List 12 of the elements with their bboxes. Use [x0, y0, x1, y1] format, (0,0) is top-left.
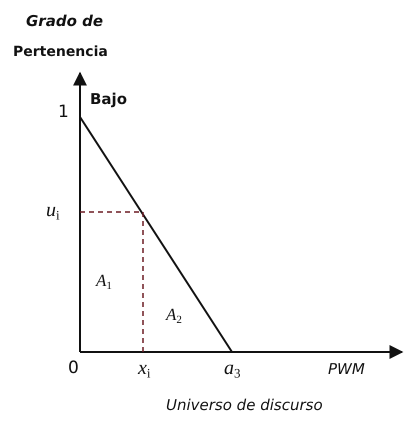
tick-label: u$_{i}$ [46, 200, 60, 222]
tick-label: x$_{i}$ [138, 358, 151, 380]
tick-label: 1 [58, 104, 69, 121]
area-label: A$_{2}$ [166, 306, 182, 326]
tick-label: a$_{3}$ [224, 358, 240, 380]
axis-title: Grado de [26, 14, 104, 29]
axis-title: PWM [328, 362, 365, 377]
tick-label: 0 [68, 360, 79, 377]
axis-title: Universo de discurso [166, 398, 323, 413]
curve-label: Bajo [90, 92, 128, 107]
area-label: A$_{1}$ [96, 272, 112, 292]
axis-title: Pertenencia [13, 45, 108, 59]
